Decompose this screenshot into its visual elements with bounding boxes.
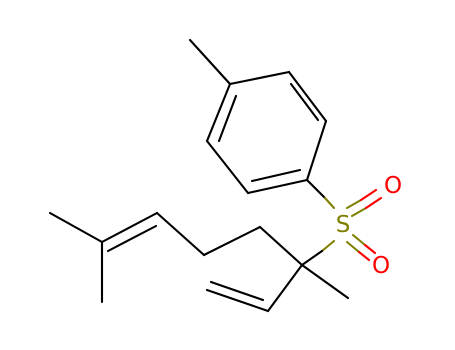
sulfonyl-oxygen-bond-upper [345, 188, 383, 218]
ring-bond [205, 82, 232, 143]
aryl-sulfur-bond [305, 178, 336, 210]
alkene-double-bond-inner [106, 224, 158, 253]
aryl-methyl-bond [188, 38, 232, 86]
sulfur-alkyl-bond [300, 239, 336, 267]
chain-bond [155, 211, 206, 257]
sulfonyl-oxygen-bond-lower [345, 233, 377, 262]
benzene-ring [205, 70, 328, 195]
vinyl-double-bond [205, 288, 270, 313]
terminal-methyl-bond [48, 211, 104, 244]
sulfur-atom-label: S [336, 212, 351, 238]
ring-double-bond [217, 94, 238, 143]
vinyl-single-bond [266, 263, 304, 313]
ring-bond [305, 119, 328, 182]
ring-double-bond [289, 82, 320, 122]
ring-bond [287, 70, 328, 123]
oxygen-atom-label-lower: O [372, 253, 390, 279]
ring-double-bond [250, 168, 302, 183]
chain-bond [258, 225, 304, 267]
alkene-double-bond [100, 211, 159, 244]
vinyl-double-bond-inner [209, 280, 265, 302]
oxygen-atom-label-upper: O [384, 173, 402, 199]
ring-bond [246, 178, 309, 195]
ring-bond [228, 70, 291, 86]
ring-bond [205, 139, 250, 195]
chain-bond [202, 225, 262, 257]
quaternary-methyl-bond [300, 263, 350, 300]
